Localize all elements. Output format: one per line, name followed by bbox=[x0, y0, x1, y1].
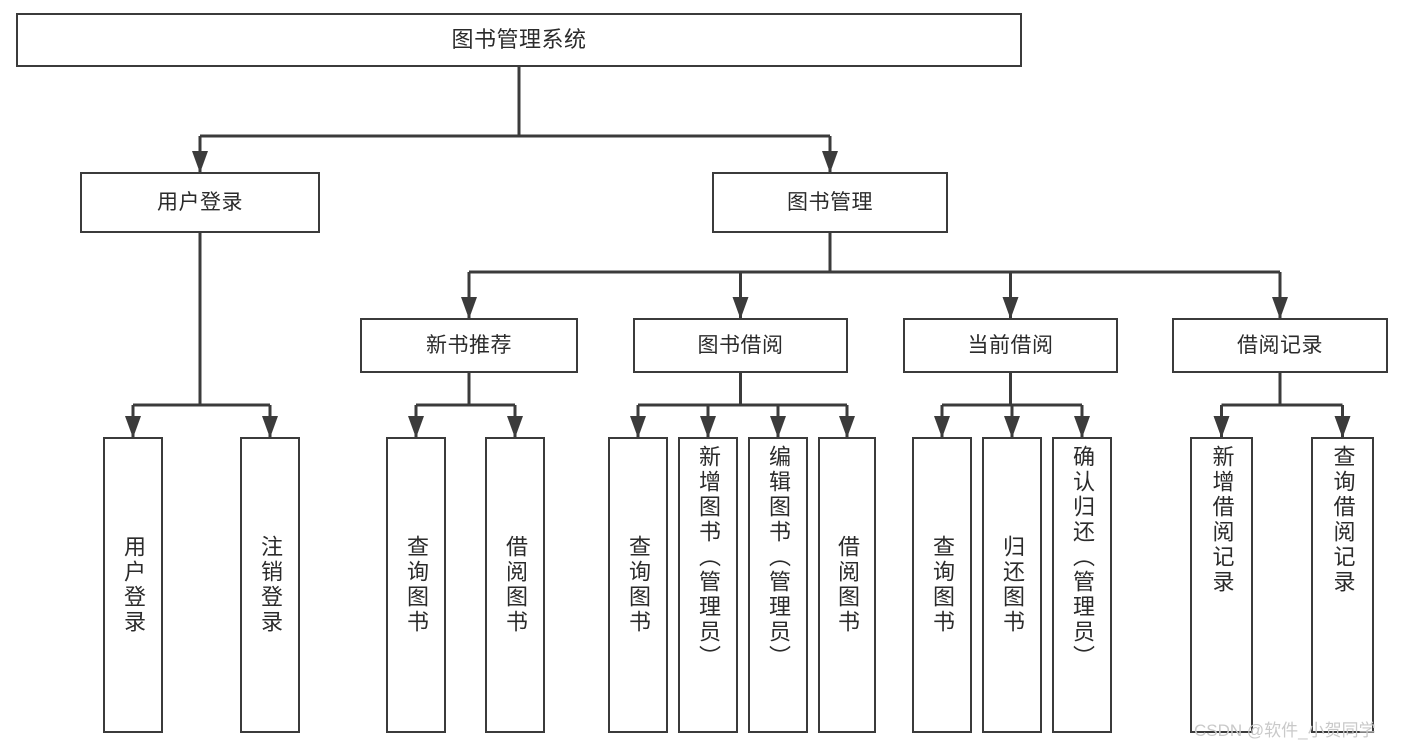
arrow-head-book-mgmt bbox=[822, 151, 838, 173]
node-leaf-query-book-2[interactable]: 查询图书 bbox=[608, 437, 668, 733]
node-label-leaf-user-logout: 注销登录 bbox=[258, 535, 283, 635]
node-leaf-add-book[interactable]: 新增图书（管理员） bbox=[678, 437, 738, 733]
node-leaf-user-logout[interactable]: 注销登录 bbox=[240, 437, 300, 733]
node-label-book-borrow: 图书借阅 bbox=[697, 333, 784, 357]
node-leaf-query-record[interactable]: 查询借阅记录 bbox=[1311, 437, 1374, 733]
arrow-head-leaf-user-login bbox=[125, 416, 141, 438]
node-label-leaf-borrow-book-2: 借阅图书 bbox=[835, 535, 860, 635]
node-leaf-user-login[interactable]: 用户登录 bbox=[103, 437, 163, 733]
node-leaf-borrow-book-2[interactable]: 借阅图书 bbox=[818, 437, 876, 733]
node-label-leaf-user-login: 用户登录 bbox=[121, 535, 146, 635]
node-leaf-edit-book[interactable]: 编辑图书（管理员） bbox=[748, 437, 808, 733]
arrow-head-borrow-record bbox=[1272, 297, 1288, 319]
node-new-book-rec[interactable]: 新书推荐 bbox=[360, 318, 578, 373]
arrow-head-leaf-add-book bbox=[700, 416, 716, 438]
arrow-head-leaf-query-book-3 bbox=[934, 416, 950, 438]
node-label-leaf-add-record: 新增借阅记录 bbox=[1209, 445, 1235, 595]
arrow-head-new-book-rec bbox=[461, 297, 477, 319]
arrow-head-leaf-borrow-book-2 bbox=[839, 416, 855, 438]
arrow-head-user-login bbox=[192, 151, 208, 173]
arrow-head-leaf-query-record bbox=[1334, 416, 1351, 438]
arrow-head-leaf-query-book-1 bbox=[408, 416, 424, 438]
arrow-head-leaf-query-book-2 bbox=[630, 416, 646, 438]
node-label-leaf-borrow-book-1: 借阅图书 bbox=[503, 535, 528, 635]
node-leaf-query-book-3[interactable]: 查询图书 bbox=[912, 437, 972, 733]
node-leaf-return-book[interactable]: 归还图书 bbox=[982, 437, 1042, 733]
node-label-leaf-add-book: 新增图书（管理员） bbox=[696, 445, 721, 670]
node-label-leaf-query-book-1: 查询图书 bbox=[404, 535, 429, 635]
node-leaf-query-book-1[interactable]: 查询图书 bbox=[386, 437, 446, 733]
arrow-head-book-borrow bbox=[732, 297, 749, 319]
arrow-head-current-borrow bbox=[1002, 297, 1019, 319]
node-label-user-login: 用户登录 bbox=[157, 190, 243, 214]
node-label-leaf-return-book: 归还图书 bbox=[1000, 535, 1025, 635]
arrow-head-leaf-add-record bbox=[1213, 416, 1230, 438]
node-book-mgmt[interactable]: 图书管理 bbox=[712, 172, 948, 233]
node-label-leaf-query-book-2: 查询图书 bbox=[626, 535, 651, 635]
arrow-head-leaf-borrow-book-1 bbox=[507, 416, 523, 438]
node-label-leaf-query-book-3: 查询图书 bbox=[930, 535, 955, 635]
node-label-new-book-rec: 新书推荐 bbox=[426, 333, 512, 357]
node-leaf-borrow-book-1[interactable]: 借阅图书 bbox=[485, 437, 545, 733]
node-book-borrow[interactable]: 图书借阅 bbox=[633, 318, 848, 373]
node-current-borrow[interactable]: 当前借阅 bbox=[903, 318, 1118, 373]
node-label-current-borrow: 当前借阅 bbox=[967, 333, 1054, 357]
node-label-leaf-query-record: 查询借阅记录 bbox=[1330, 445, 1356, 595]
node-label-root: 图书管理系统 bbox=[451, 26, 587, 52]
node-leaf-add-record[interactable]: 新增借阅记录 bbox=[1190, 437, 1253, 733]
node-root[interactable]: 图书管理系统 bbox=[16, 13, 1022, 67]
node-user-login[interactable]: 用户登录 bbox=[80, 172, 320, 233]
arrow-head-leaf-user-logout bbox=[262, 416, 278, 438]
node-leaf-confirm-return[interactable]: 确认归还（管理员） bbox=[1052, 437, 1112, 733]
node-label-book-mgmt: 图书管理 bbox=[787, 190, 873, 214]
arrow-head-leaf-return-book bbox=[1004, 416, 1020, 438]
node-borrow-record[interactable]: 借阅记录 bbox=[1172, 318, 1388, 373]
arrow-head-leaf-confirm-return bbox=[1074, 416, 1090, 438]
node-label-borrow-record: 借阅记录 bbox=[1237, 333, 1323, 357]
node-label-leaf-edit-book: 编辑图书（管理员） bbox=[766, 445, 791, 670]
node-label-leaf-confirm-return: 确认归还（管理员） bbox=[1070, 445, 1095, 670]
arrow-head-leaf-edit-book bbox=[770, 416, 786, 438]
